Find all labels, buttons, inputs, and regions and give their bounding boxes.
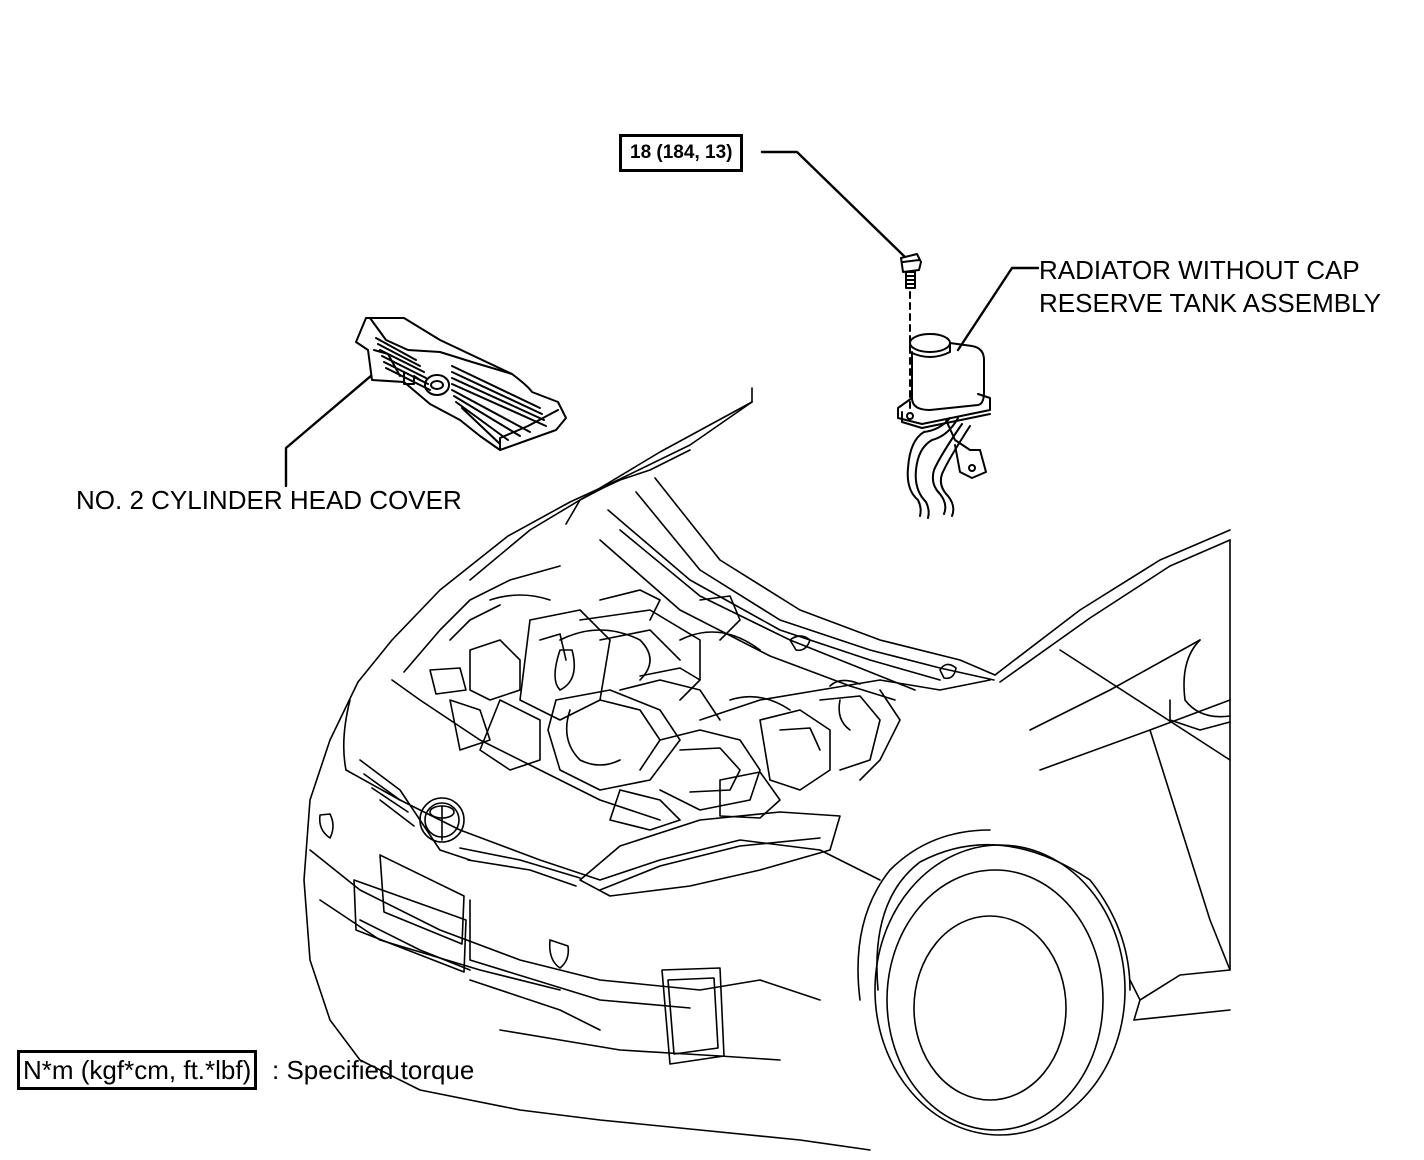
cylinder-head-cover-icon	[355, 317, 567, 451]
torque-value-box: 18 (184, 13)	[619, 134, 744, 172]
reserve-tank-label-line1: RADIATOR WITHOUT CAP	[1039, 255, 1360, 285]
reserve-tank-label-line2: RESERVE TANK ASSEMBLY	[1039, 288, 1381, 318]
reserve-tank-leader-line	[956, 266, 1040, 352]
leader-lines	[284, 150, 1040, 488]
head-cover-leader-line	[284, 373, 374, 488]
torque-leader-line	[760, 150, 908, 260]
torque-unit-legend-box: N*m (kgf*cm, ft.*lbf)	[17, 1050, 258, 1090]
vehicle-front-icon	[303, 387, 1231, 1151]
torque-legend-description: : Specified torque	[272, 1055, 475, 1085]
cylinder-head-cover-label: NO. 2 CYLINDER HEAD COVER	[76, 485, 462, 515]
reserve-tank-icon	[897, 333, 991, 519]
